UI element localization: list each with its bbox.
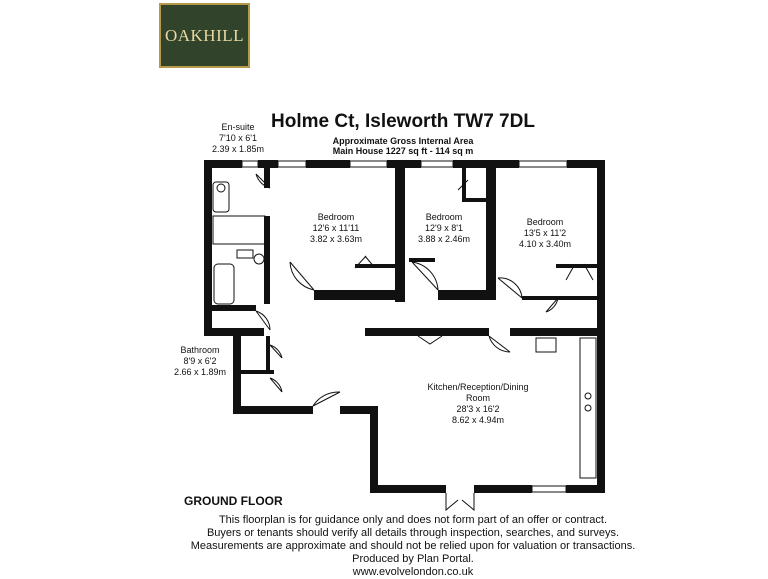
- room-label-bedroom-3: Bedroom 13'5 x 11'2 4.10 x 3.40m: [505, 217, 585, 250]
- room-metric: 3.82 x 3.63m: [309, 234, 363, 244]
- disclaimer-line: Measurements are approximate and should …: [190, 540, 636, 552]
- room-imperial: 8'9 x 6'2: [183, 356, 217, 366]
- room-metric: 2.66 x 1.89m: [173, 367, 227, 377]
- room-name: Bathroom: [180, 345, 220, 355]
- walls: [204, 160, 605, 493]
- logo-text: OAKHILL: [164, 25, 245, 45]
- room-metric: 8.62 x 4.94m: [451, 415, 505, 425]
- disclaimer-line: Produced by Plan Portal.: [352, 553, 474, 565]
- room-imperial: 7'10 x 6'1: [219, 133, 257, 143]
- room-imperial: 12'6 x 11'11: [312, 223, 360, 233]
- disclaimer-line: Buyers or tenants should verify all deta…: [206, 527, 620, 539]
- room-label-ensuite: En-suite 7'10 x 6'1 2.39 x 1.85m: [208, 122, 268, 155]
- room-metric: 4.10 x 3.40m: [518, 239, 572, 249]
- room-label-kitchen: Kitchen/Reception/Dining Room 28'3 x 16'…: [424, 382, 532, 426]
- room-imperial: 13'5 x 11'2: [523, 228, 567, 238]
- disclaimer-line: This floorplan is for guidance only and …: [218, 514, 608, 526]
- room-name-cont: Room: [465, 393, 490, 403]
- website-link[interactable]: www.evolvelondon.co.uk: [352, 566, 474, 578]
- room-name: En-suite: [221, 122, 255, 132]
- gia-label: Approximate Gross Internal Area: [332, 136, 474, 146]
- room-name: Bedroom: [425, 212, 463, 222]
- windows: [241, 160, 568, 493]
- room-name: Bedroom: [317, 212, 355, 222]
- room-metric: 2.39 x 1.85m: [211, 144, 265, 154]
- room-metric: 3.88 x 2.46m: [417, 234, 471, 244]
- room-name: Bedroom: [526, 217, 564, 227]
- floor-label: GROUND FLOOR: [184, 494, 283, 508]
- room-name: Kitchen/Reception/Dining: [427, 382, 529, 392]
- gia-value: Main House 1227 sq ft - 114 sq m: [332, 146, 474, 156]
- room-label-bathroom: Bathroom 8'9 x 6'2 2.66 x 1.89m: [168, 345, 232, 378]
- disclaimer: This floorplan is for guidance only and …: [0, 514, 768, 579]
- oakhill-logo: OAKHILL: [159, 3, 250, 68]
- room-imperial: 12'9 x 8'1: [425, 223, 463, 233]
- property-title: Holme Ct, Isleworth TW7 7DL: [271, 111, 535, 132]
- room-imperial: 28'3 x 16'2: [456, 404, 500, 414]
- fixtures: [212, 181, 597, 479]
- room-label-bedroom-1: Bedroom 12'6 x 11'11 3.82 x 3.63m: [296, 212, 376, 245]
- doors: [255, 173, 594, 512]
- room-label-bedroom-2: Bedroom 12'9 x 8'1 3.88 x 2.46m: [404, 212, 484, 245]
